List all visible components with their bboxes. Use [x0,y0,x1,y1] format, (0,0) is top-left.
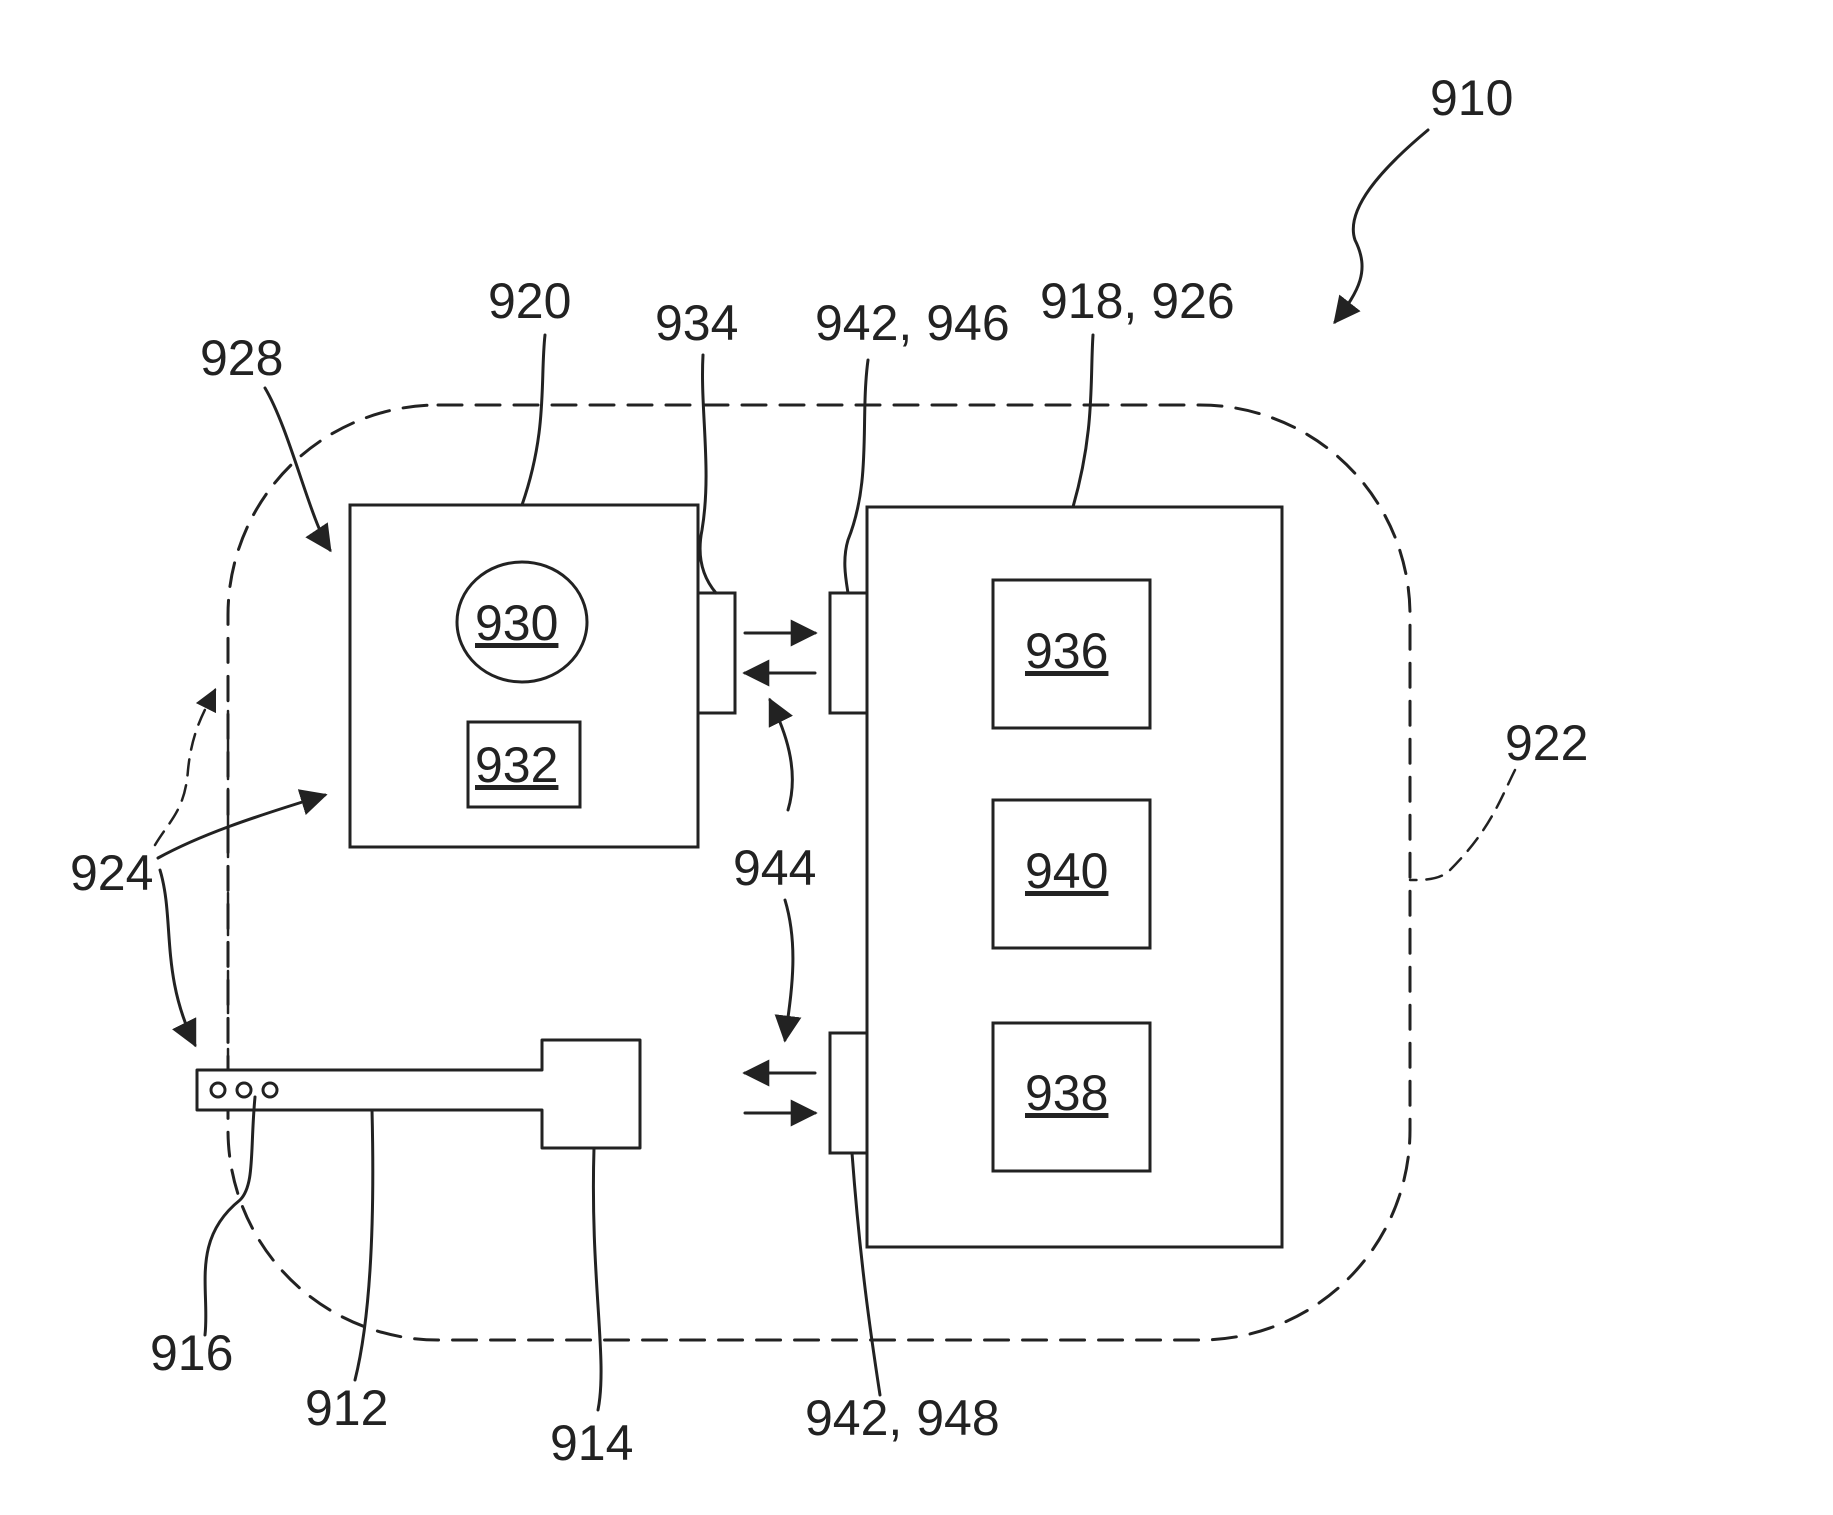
leader-924-b [158,795,325,858]
leader-944-down [785,900,793,1040]
leader-912 [355,1110,373,1380]
leader-928 [265,388,330,550]
label-916: 916 [150,1325,233,1381]
label-936: 936 [1025,623,1108,679]
label-934: 934 [655,295,738,351]
leader-944-up [770,700,792,810]
label-924: 924 [70,845,153,901]
connector-934 [698,593,735,713]
label-920: 920 [488,273,571,329]
leader-922 [1410,770,1515,880]
leader-942-946 [845,360,868,593]
leader-910 [1335,130,1428,322]
label-918-926: 918, 926 [1040,273,1235,329]
leader-924-c [160,870,195,1045]
label-944: 944 [733,840,816,896]
leader-934 [700,355,716,593]
label-922: 922 [1505,715,1588,771]
label-942-946: 942, 946 [815,295,1010,351]
label-940: 940 [1025,843,1108,899]
leader-920 [522,335,545,505]
label-938: 938 [1025,1065,1108,1121]
label-928: 928 [200,330,283,386]
label-914: 914 [550,1415,633,1471]
label-942-948: 942, 948 [805,1390,1000,1446]
label-932: 932 [475,737,558,793]
label-930: 930 [475,595,558,651]
leader-924-a [155,690,215,845]
connector-942-946 [830,593,867,713]
leader-918-926 [1073,335,1093,507]
label-912: 912 [305,1380,388,1436]
leader-914 [593,1148,601,1410]
connector-942-948 [830,1033,867,1153]
label-910: 910 [1430,70,1513,126]
